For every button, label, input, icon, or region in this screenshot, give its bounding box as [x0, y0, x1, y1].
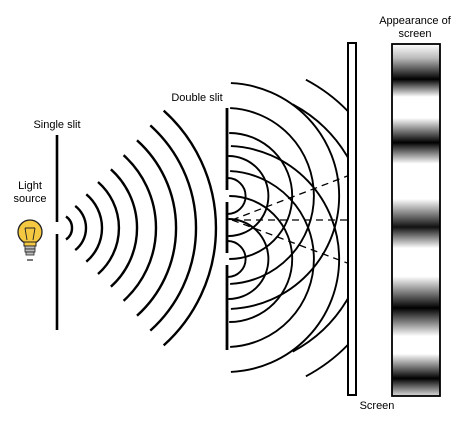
appearance-label-line2: screen: [398, 28, 431, 40]
double-slit-wavefronts: [227, 78, 347, 378]
wavefront-arc-upper-slit: [230, 82, 341, 310]
lightbulb-icon: [17, 219, 43, 261]
wavefront-arc: [136, 139, 178, 317]
wavefront-arc-upper-slit: [230, 107, 315, 285]
screen-panel: [347, 42, 357, 396]
wavefront-arc-upper-slit: [228, 155, 270, 237]
wavefront-arc: [162, 109, 218, 347]
wavefront-arc: [65, 215, 74, 241]
wavefront-arc-lower-slit: [230, 170, 315, 348]
wavefront-arc-lower-slit: [228, 218, 270, 300]
light-source-label-line2: source: [13, 193, 46, 205]
appearance-label-line1: Appearance of: [379, 15, 451, 27]
wavefront-arc-lower-slit: [227, 240, 247, 278]
wavefront-arc-upper-slit: [229, 132, 294, 260]
wavefront-arc-outer: [292, 103, 347, 353]
wavefront-arc: [122, 154, 158, 302]
wavefront-arc-upper-slit: [227, 177, 247, 215]
wavefront-arc-lower-slit: [230, 145, 341, 373]
wavefront-arc: [97, 181, 121, 275]
wavefront-arc: [110, 168, 139, 288]
screen-label: Screen: [360, 400, 395, 412]
single-slit-label: Single slit: [33, 119, 80, 131]
light-source-label-line1: Light: [18, 180, 42, 192]
interference-paths: [231, 174, 351, 265]
wavefront-arc: [149, 124, 198, 332]
wavefront-arc: [85, 193, 104, 263]
double-slit-label: Double slit: [171, 92, 222, 104]
fringe-pattern: [391, 43, 441, 397]
wavefront-arc-lower-slit: [229, 195, 294, 323]
wavefront-arc: [74, 204, 88, 252]
single-slit-wavefronts: [65, 109, 218, 347]
